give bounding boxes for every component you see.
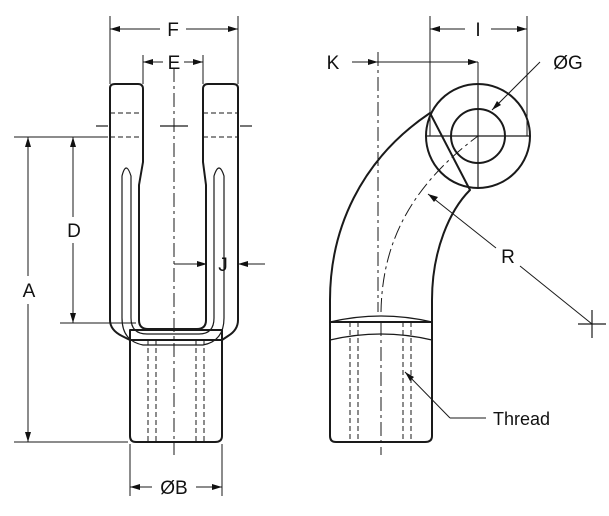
label-A: A <box>23 281 36 302</box>
side-dimensions <box>352 16 593 419</box>
front-fork-body <box>109 83 239 341</box>
side-view <box>329 52 606 455</box>
front-dimensions <box>14 16 265 496</box>
side-shank <box>329 321 433 443</box>
label-R: R <box>501 247 515 268</box>
label-G: ØG <box>553 53 583 74</box>
label-I: I <box>475 20 480 41</box>
label-J: J <box>218 255 228 276</box>
side-curved-arm <box>329 112 471 323</box>
front-fork-slot <box>121 167 225 346</box>
label-K: K <box>327 53 340 74</box>
label-E: E <box>168 53 181 74</box>
front-view <box>96 68 252 455</box>
label-B: ØB <box>160 478 187 499</box>
label-thread: Thread <box>493 409 550 429</box>
label-F: F <box>167 20 179 41</box>
label-D: D <box>67 221 81 242</box>
front-shank <box>129 329 223 443</box>
